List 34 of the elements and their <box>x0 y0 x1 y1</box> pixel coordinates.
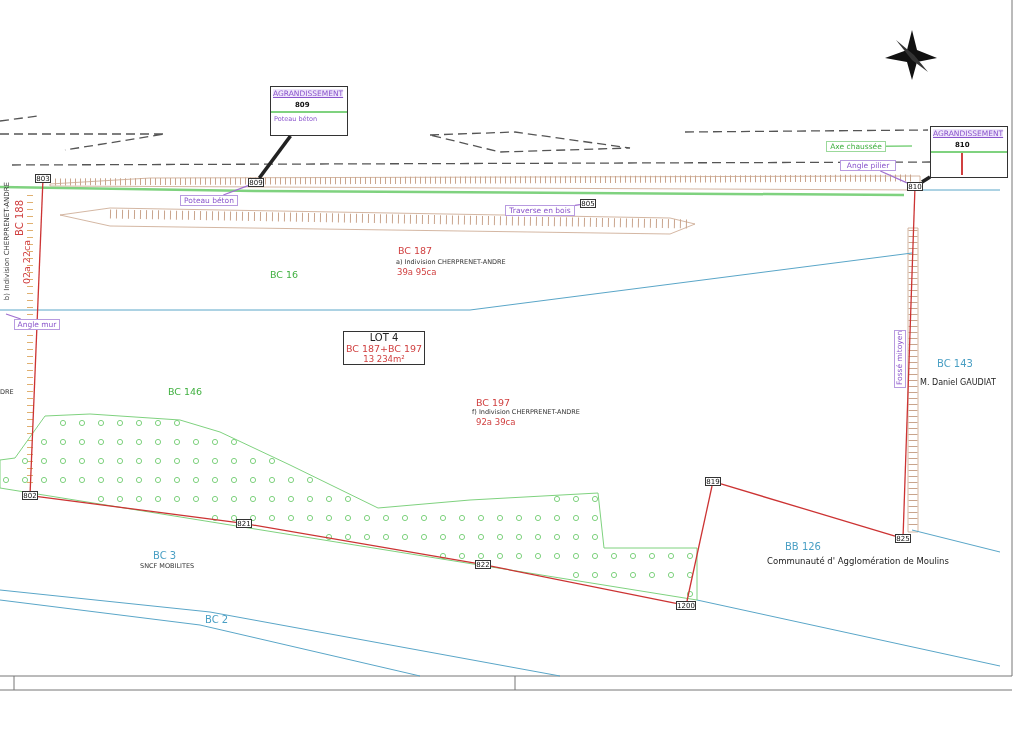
boundary-line <box>251 524 476 564</box>
owner-name: M. Daniel GAUDIAT <box>920 379 996 388</box>
inset-box <box>270 86 348 136</box>
parcel-number: BC 187 <box>398 246 433 257</box>
boundary-line <box>29 182 44 492</box>
area-text: 92a 39ca <box>476 418 516 428</box>
area-text: 02a 22ca <box>22 240 33 285</box>
boundary-line <box>720 483 896 537</box>
parcel-number: BC 197 <box>476 398 511 409</box>
callout-line <box>257 134 292 180</box>
parcel-number: BC 2 <box>205 614 229 625</box>
owner-name: Communauté d' Agglomération de Moulins <box>767 557 949 567</box>
leader-line <box>222 184 249 196</box>
parcel-number: BC 146 <box>168 387 203 398</box>
area-text: 13 234m² <box>362 354 406 365</box>
parcel-number: BC 188 <box>14 200 25 236</box>
lot-title: LOT 4 <box>368 333 400 344</box>
parcel-number: BC 3 <box>153 550 177 561</box>
parcel-number: BC 16 <box>270 270 299 281</box>
parcel-number: BC 143 <box>937 358 973 369</box>
leader-line <box>5 313 22 320</box>
area-text: 39a 95ca <box>397 268 437 278</box>
boundary-line <box>37 495 237 524</box>
inset-box <box>930 126 1008 178</box>
lot-box <box>343 331 425 365</box>
leader-line <box>885 145 913 147</box>
leader-line <box>879 170 908 184</box>
boundary-line <box>902 190 916 535</box>
parcel-numbers: BC 187+BC 197 <box>344 343 424 354</box>
boundary-line <box>490 565 677 605</box>
leader-line <box>574 204 581 207</box>
callout-line <box>921 175 931 184</box>
parcel-number: BB 126 <box>785 541 821 552</box>
boundary-line <box>686 485 713 602</box>
